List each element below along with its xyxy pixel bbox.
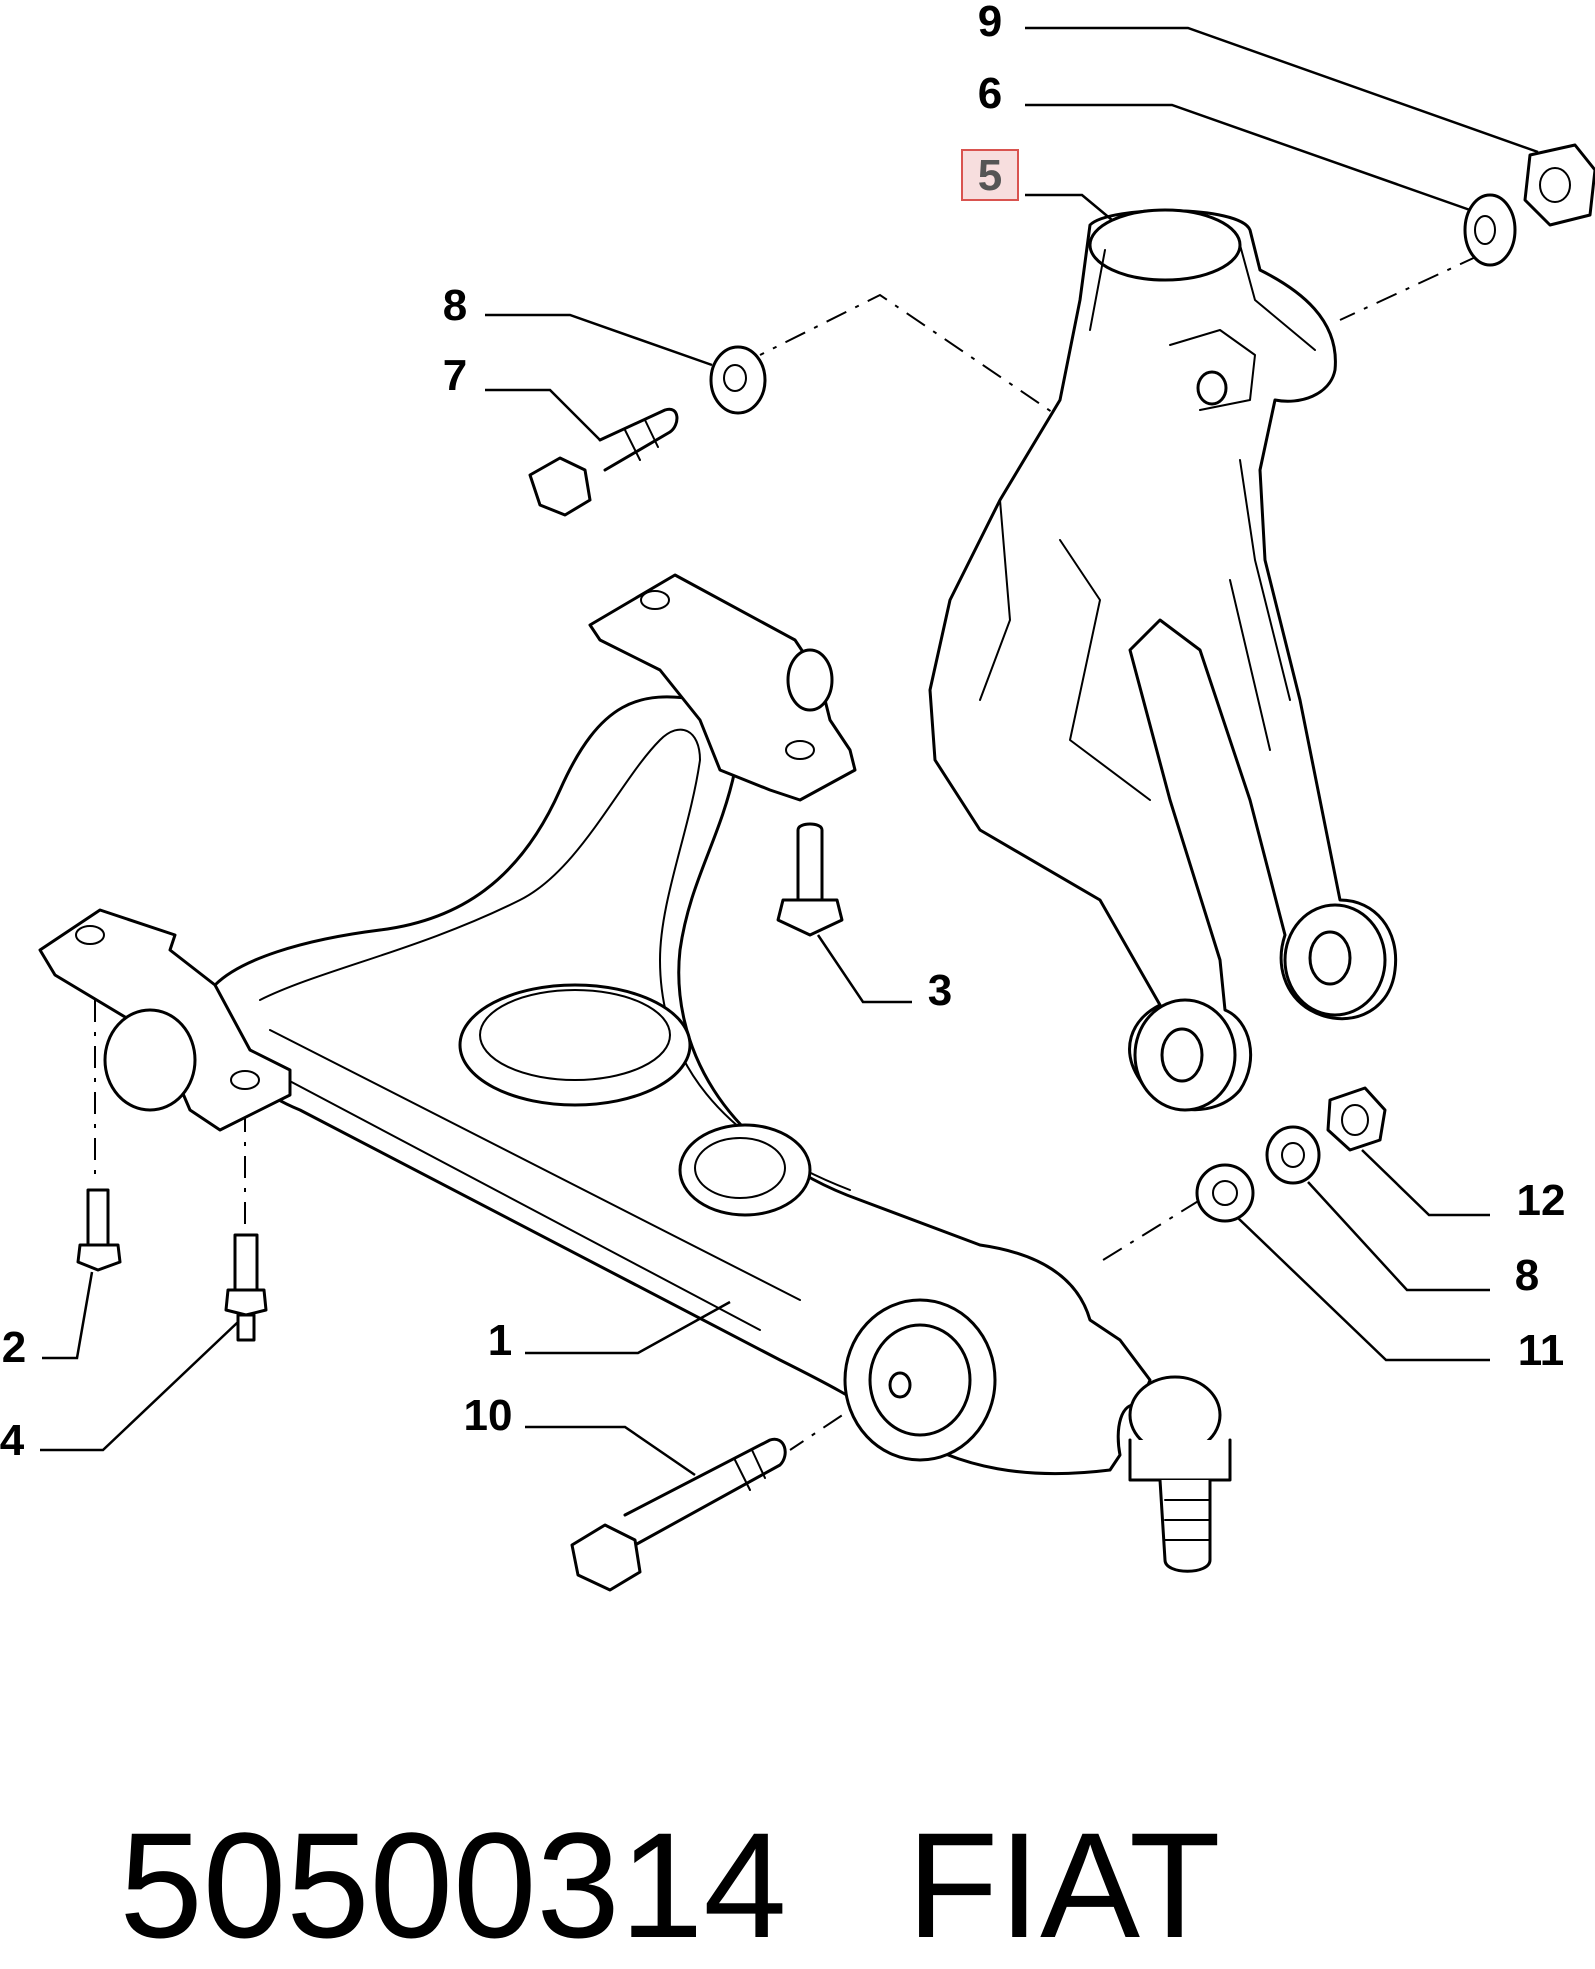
callout-8-top: 8: [443, 281, 467, 330]
callout-3: 3: [928, 966, 952, 1015]
callout-10: 10: [464, 1391, 513, 1440]
washer-part-6: [1463, 193, 1517, 267]
rear-bushing-bracket: [588, 573, 857, 802]
upper-bracket-part-5: [928, 208, 1398, 1112]
callout-8-bottom: 8: [1515, 1251, 1539, 1300]
brand-name: FIAT: [906, 1801, 1221, 1969]
callout-2: 2: [2, 1323, 26, 1372]
bolt-part-7: [528, 407, 679, 517]
washer-part-8-bottom: [1265, 1125, 1321, 1185]
part-number: 50500314: [119, 1801, 787, 1969]
nut-part-9: [1523, 143, 1595, 227]
exploded-parts-diagram: 9 6 5 8 7 3 2 4 1 10 12 8 11: [0, 0, 1595, 1592]
washer-part-8-top: [709, 345, 767, 415]
leader-lines: [40, 26, 1539, 1477]
callout-labels: 9 6 5 8 7 3 2 4 1 10 12 8 11: [0, 0, 1565, 1465]
callout-1: 1: [488, 1316, 512, 1365]
part-caption: 50500314 FIAT: [36, 1660, 1221, 1969]
callout-12: 12: [1517, 1176, 1566, 1225]
bolt-part-2: [76, 1188, 122, 1272]
front-bushing-bracket: [38, 908, 292, 1132]
callout-11: 11: [1518, 1326, 1565, 1375]
callout-9: 9: [978, 0, 1002, 46]
highlight-box-5: [961, 149, 1019, 201]
callout-4: 4: [0, 1416, 25, 1465]
callout-5: 5: [978, 151, 1002, 200]
nut-part-12: [1326, 1086, 1387, 1152]
washer-part-11: [1195, 1163, 1255, 1223]
stud-part-4: [224, 1233, 268, 1342]
callout-6: 6: [978, 69, 1002, 118]
lower-control-arm-part-1: [213, 695, 1232, 1573]
callout-7: 7: [443, 351, 467, 400]
bolt-part-10: [570, 1437, 787, 1592]
bolt-part-3: [776, 822, 844, 937]
